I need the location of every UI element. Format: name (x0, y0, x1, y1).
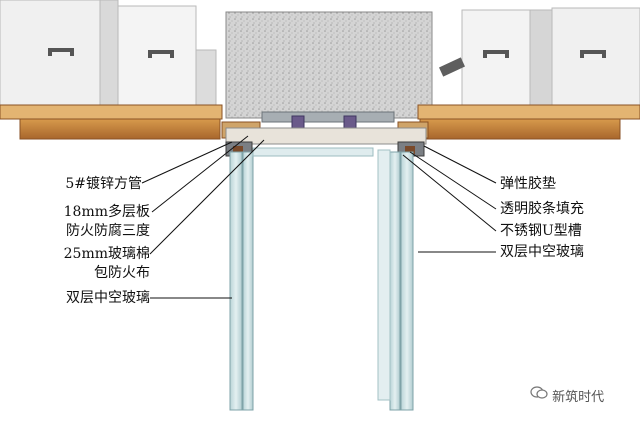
steel-plate (261, 111, 395, 131)
label-glass-wool: 25mm玻璃棉 (63, 246, 150, 262)
glass-left (229, 147, 374, 411)
watermark-text: 新筑时代 (552, 390, 605, 405)
wechat-icon (530, 386, 548, 403)
wood-ceiling-right (397, 104, 640, 140)
rubber-pad-right (405, 146, 415, 154)
rubber-pad-left (233, 146, 243, 154)
label-fireproof: 防火防腐三度 (66, 223, 150, 239)
glass-right (377, 149, 414, 411)
leader-lines (141, 135, 497, 299)
right-equipment-boxes (439, 7, 640, 106)
label-glass-right: 双层中空玻璃 (500, 244, 584, 260)
left-equipment-boxes (0, 0, 217, 106)
label-fire-cloth: 包防火布 (94, 265, 150, 281)
steel-tube (225, 127, 427, 145)
label-plywood: 18mm多层板 (63, 204, 150, 220)
label-u-channel: 不锈钢U型槽 (500, 223, 582, 239)
label-rubber-pad: 弹性胶垫 (500, 176, 556, 192)
concrete-beam (225, 11, 433, 119)
label-steel-tube: 5#镀锌方管 (65, 176, 142, 192)
label-glass-left: 双层中空玻璃 (66, 290, 150, 306)
watermark: 新筑时代 (530, 386, 604, 405)
wood-ceiling-left (0, 104, 261, 140)
label-sealant: 透明胶条填充 (500, 201, 584, 217)
